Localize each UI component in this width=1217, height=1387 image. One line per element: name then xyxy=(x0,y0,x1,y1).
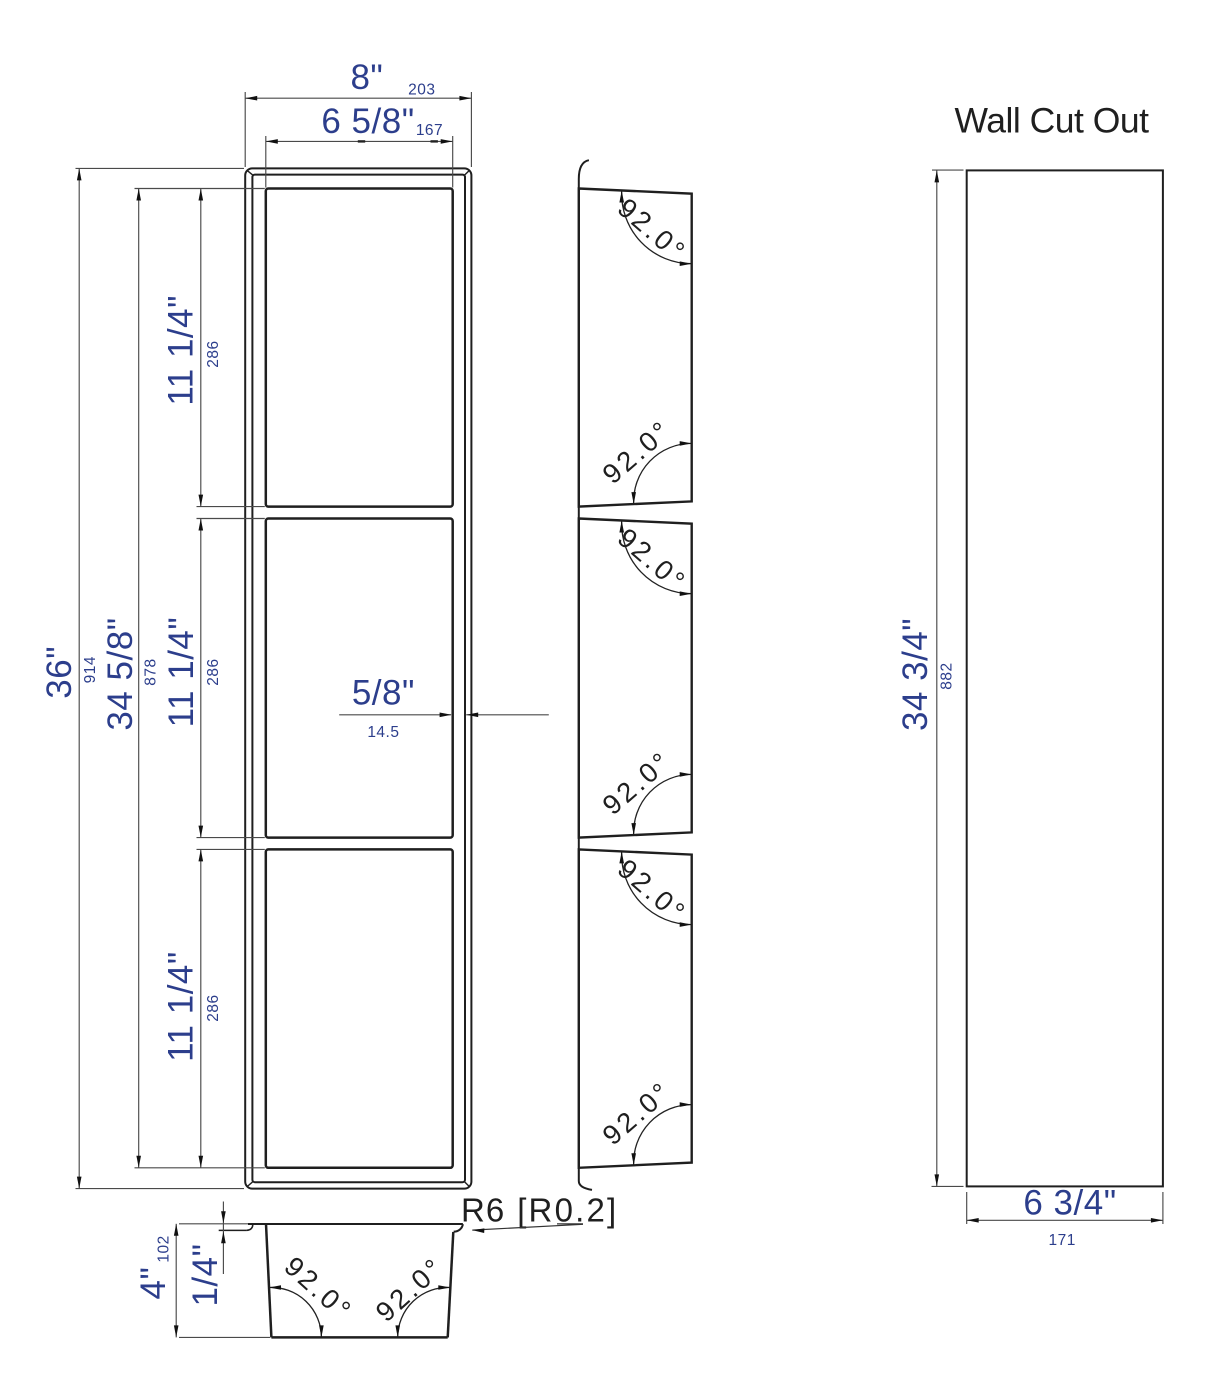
svg-text:11 1/4": 11 1/4" xyxy=(162,295,201,406)
svg-text:36": 36" xyxy=(40,646,79,699)
svg-text:1/4": 1/4" xyxy=(186,1243,225,1306)
svg-text:34 5/8": 34 5/8" xyxy=(101,617,140,730)
svg-text:8": 8" xyxy=(350,58,383,97)
svg-text:914: 914 xyxy=(82,656,99,683)
svg-text:34 3/4": 34 3/4" xyxy=(896,618,935,731)
svg-text:286: 286 xyxy=(205,994,222,1021)
svg-text:5/8": 5/8" xyxy=(352,674,415,713)
svg-text:92.0°: 92.0° xyxy=(596,1075,677,1151)
svg-text:92.0°: 92.0° xyxy=(369,1251,450,1328)
svg-text:286: 286 xyxy=(205,340,222,367)
svg-text:171: 171 xyxy=(1049,1232,1076,1249)
svg-text:203: 203 xyxy=(408,81,435,98)
svg-text:4": 4" xyxy=(134,1267,173,1300)
svg-text:92.0°: 92.0° xyxy=(612,853,693,929)
svg-text:[R0.2]: [R0.2] xyxy=(517,1192,618,1229)
svg-text:92.0°: 92.0° xyxy=(612,192,693,268)
svg-text:878: 878 xyxy=(143,658,160,685)
svg-text:Wall Cut Out: Wall Cut Out xyxy=(955,101,1150,141)
svg-text:286: 286 xyxy=(205,658,222,685)
svg-text:6 3/4": 6 3/4" xyxy=(1023,1184,1116,1223)
svg-text:167: 167 xyxy=(416,122,443,139)
svg-text:11 1/4": 11 1/4" xyxy=(162,617,201,728)
svg-text:92.0°: 92.0° xyxy=(278,1250,359,1327)
svg-text:R6: R6 xyxy=(461,1192,505,1229)
svg-text:92.0°: 92.0° xyxy=(596,414,677,490)
svg-text:6 5/8": 6 5/8" xyxy=(321,102,414,141)
svg-text:92.0°: 92.0° xyxy=(596,745,677,821)
svg-text:14.5: 14.5 xyxy=(367,724,399,741)
svg-text:92.0°: 92.0° xyxy=(612,522,693,598)
svg-text:882: 882 xyxy=(939,662,956,689)
svg-text:102: 102 xyxy=(155,1235,172,1262)
svg-text:11 1/4": 11 1/4" xyxy=(162,951,201,1062)
